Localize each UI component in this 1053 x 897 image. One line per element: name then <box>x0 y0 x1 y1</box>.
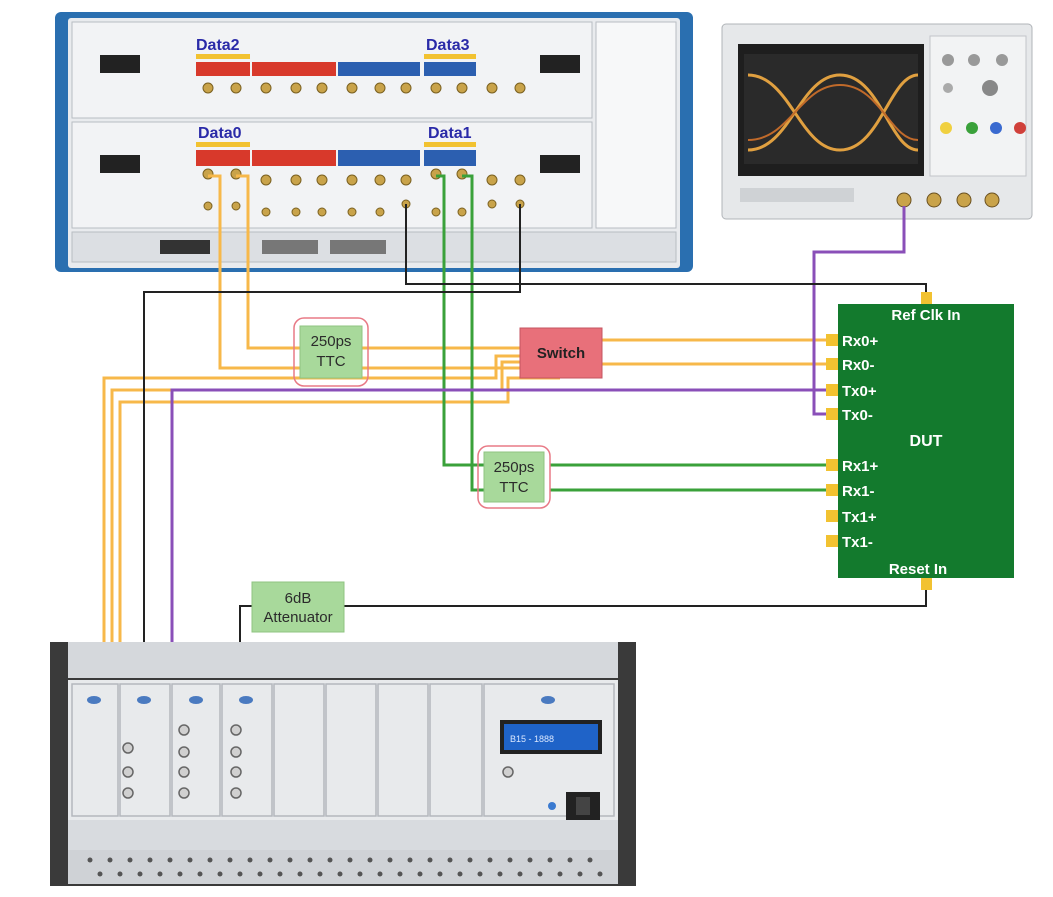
attenuator-line1: 6dB <box>285 590 312 607</box>
ttc-bottom: 250ps TTC <box>477 445 551 509</box>
reset-pin <box>921 578 932 590</box>
data2-label: Data2 <box>196 37 240 54</box>
ttc-bottom-line1: 250ps <box>494 459 535 476</box>
dut-ref-clk-label: Ref Clk In <box>891 307 960 324</box>
data1-label: Data1 <box>428 125 472 142</box>
dut-pin-tx0n: Tx0- <box>842 407 873 424</box>
attenuator-box <box>251 581 345 633</box>
attenuator: 6dB Attenuator <box>251 581 345 633</box>
bert-connector <box>330 240 386 254</box>
chassis-top-bar <box>68 642 618 678</box>
ttc-bottom-outline <box>477 445 551 509</box>
bert-handle <box>100 155 140 173</box>
dut-pin-rx1p: Rx1+ <box>842 458 879 475</box>
ttc-top: 250ps TTC <box>293 317 369 387</box>
dut-pin-tx0p: Tx0+ <box>842 383 877 400</box>
dut-pin-rx1n: Rx1- <box>842 483 875 500</box>
data2-block <box>196 62 250 76</box>
chassis-connectors <box>122 724 514 799</box>
bert-handle <box>540 55 580 73</box>
bert-bottom-module <box>71 121 593 229</box>
dut-pin-rx0p: Rx0+ <box>842 333 879 350</box>
data1-block <box>424 150 476 166</box>
red-block <box>252 150 336 166</box>
dut-reset-label: Reset In <box>889 561 947 578</box>
data3-label: Data3 <box>426 37 470 54</box>
data0-label: Data0 <box>198 125 242 142</box>
lcd-text: B15 - 1888 <box>510 734 554 744</box>
ttc-bottom-line2: TTC <box>499 479 528 496</box>
lcd-screen <box>504 724 598 750</box>
bert-connector <box>262 240 318 254</box>
blue-block <box>338 62 420 76</box>
switch-box <box>519 327 603 379</box>
chassis-slots <box>71 683 615 817</box>
bert-connector <box>160 240 210 254</box>
power-led <box>548 802 556 810</box>
chassis-vents <box>87 857 603 877</box>
chassis-logos <box>87 696 555 704</box>
data0-bar <box>196 142 250 147</box>
scope-inputs <box>896 192 1000 208</box>
data0-block <box>196 150 250 166</box>
red-block <box>252 62 336 76</box>
oscilloscope <box>721 23 1033 220</box>
test-chassis: B15 - 1888 <box>50 642 636 886</box>
dut-box <box>838 304 1014 578</box>
data3-block <box>424 62 476 76</box>
power-rocker <box>576 797 590 815</box>
ttc-bottom-box <box>483 451 545 503</box>
dut-pin-tx1p: Tx1+ <box>842 509 877 526</box>
switch-label: Switch <box>537 345 585 362</box>
bert-bottom-connectors <box>202 168 526 217</box>
switch: Switch <box>519 327 603 379</box>
bert-top-connectors <box>202 82 526 94</box>
dut-pin-rx0n: Rx0- <box>842 357 875 374</box>
dut: Ref Clk In DUT Reset In Rx0+ Rx0- Tx0+ T… <box>826 292 1014 590</box>
dut-pin-tx1n: Tx1- <box>842 534 873 551</box>
bert-side-panel <box>595 21 677 229</box>
scope-grid <box>744 54 918 164</box>
ttc-top-line1: 250ps <box>311 333 352 350</box>
bert-instrument: Data2 Data3 Data0 Data1 <box>55 12 693 272</box>
bert-handle <box>540 155 580 173</box>
scope-knobs <box>940 54 1026 134</box>
ttc-top-outline <box>293 317 369 387</box>
ttc-top-line2: TTC <box>316 353 345 370</box>
attenuator-line2: Attenuator <box>263 609 332 626</box>
chassis-lower-bar <box>68 820 618 850</box>
dut-title: DUT <box>910 433 943 450</box>
data2-bar <box>196 54 250 59</box>
scope-bottom-strip <box>740 188 854 202</box>
chassis-vent-panel <box>68 850 618 884</box>
bert-handle <box>100 55 140 73</box>
ref-clk-pin <box>921 292 932 304</box>
data1-bar <box>424 142 476 147</box>
data3-bar <box>424 54 476 59</box>
dut-pin-markers <box>826 334 838 547</box>
blue-block <box>338 150 420 166</box>
eye-diagram <box>747 73 919 152</box>
ttc-top-box <box>299 325 363 379</box>
